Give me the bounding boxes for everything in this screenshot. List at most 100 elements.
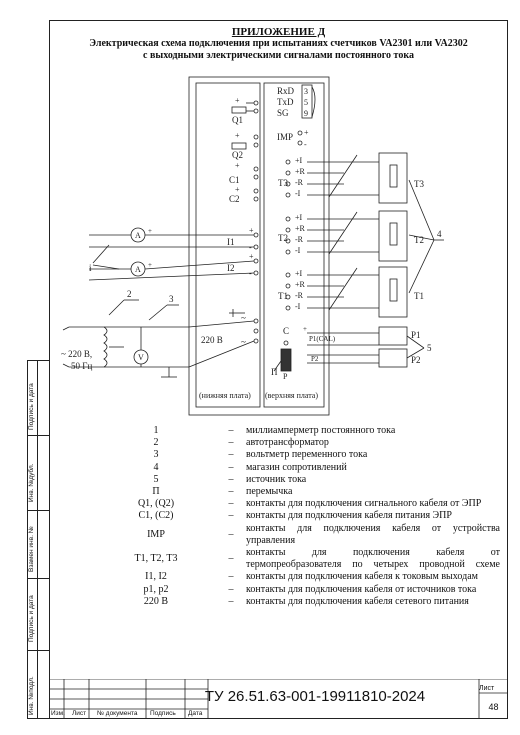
autotransformer: 2 ~ 220 В, 50 Гц bbox=[61, 289, 189, 371]
legend-key: 5 bbox=[153, 473, 159, 485]
mains-terminal: ~ 220 В ~ bbox=[201, 309, 259, 347]
legend-key: I1, I2 bbox=[145, 571, 167, 583]
document-code: ТУ 26.51.63-001-19911810-2024 bbox=[204, 688, 426, 705]
legend-dash: – bbox=[228, 498, 234, 510]
stamp-doc-no: № документа bbox=[97, 710, 138, 717]
svg-text:П: П bbox=[271, 367, 278, 377]
svg-text:-I: -I bbox=[295, 189, 301, 198]
legend-dash: – bbox=[228, 553, 234, 565]
svg-text:+: + bbox=[148, 261, 152, 269]
svg-text:~ 220 В,: ~ 220 В, bbox=[61, 349, 92, 359]
legend-key: T1, T2, T3 bbox=[134, 553, 178, 565]
legend-row: IMP–контакты для подключения кабеля от у… bbox=[96, 523, 500, 547]
side-stamp-divider bbox=[37, 360, 50, 719]
svg-text:T3: T3 bbox=[278, 178, 288, 188]
legend-key: 2 bbox=[153, 437, 159, 449]
legend-row: 1–миллиамперметр постоянного тока bbox=[96, 425, 500, 437]
callout-i: i bbox=[89, 244, 120, 273]
svg-text:I1: I1 bbox=[227, 237, 235, 247]
sheet-number: 48 bbox=[488, 702, 499, 712]
stamp-list: Лист bbox=[72, 710, 87, 717]
side-stamp bbox=[27, 360, 49, 719]
legend-dash: – bbox=[228, 486, 234, 498]
svg-text:SG: SG bbox=[277, 108, 289, 118]
legend-row: 3–вольтметр переменного тока bbox=[96, 449, 500, 461]
legend-value: перемычка bbox=[246, 486, 293, 498]
legend-row: 4–магазин сопротивлений bbox=[96, 462, 500, 474]
side-cell-divider-3 bbox=[27, 578, 49, 579]
side-cell-divider-1 bbox=[27, 435, 49, 436]
svg-text:+I: +I bbox=[295, 269, 303, 278]
stamp-data: Дата bbox=[188, 710, 203, 717]
svg-text:5: 5 bbox=[304, 98, 308, 107]
svg-text:4: 4 bbox=[437, 229, 442, 239]
rs-terminal: RxD TxD SG 3 5 9 bbox=[277, 84, 316, 119]
appendix-title: ПРИЛОЖЕНИЕ Д bbox=[231, 26, 326, 38]
legend-dash: – bbox=[228, 528, 234, 540]
legend-dash: – bbox=[228, 449, 234, 461]
svg-text:i: i bbox=[89, 263, 92, 273]
svg-text:220 В: 220 В bbox=[201, 335, 223, 345]
legend-key: П bbox=[152, 486, 160, 498]
legend-value: контакты для подключения сигнального каб… bbox=[246, 498, 482, 510]
svg-text:C: C bbox=[283, 326, 289, 336]
legend-value: контакты для подключения кабеля от термо… bbox=[246, 547, 500, 571]
svg-text:+: + bbox=[235, 161, 240, 170]
legend-row: T1, T2, T3 –контакты для подключения кабе… bbox=[96, 547, 500, 571]
legend-key: Q1, (Q2) bbox=[137, 498, 175, 510]
t1-terminal: +I +R -R -I T1 bbox=[278, 267, 358, 311]
legend-dash: – bbox=[228, 437, 234, 449]
svg-text:9: 9 bbox=[304, 109, 308, 118]
legend-value: контакты для подключения кабеля сетевого… bbox=[246, 595, 469, 607]
svg-text:V: V bbox=[138, 353, 144, 362]
bottom-board-label: (нижняя плата) bbox=[199, 391, 251, 400]
side-inv-dubl: Инв. №дубл. bbox=[28, 463, 35, 502]
top-board-label: (верхняя плата) bbox=[265, 391, 318, 400]
svg-text:-R: -R bbox=[295, 291, 304, 300]
svg-text:+: + bbox=[148, 227, 152, 235]
svg-text:+: + bbox=[304, 128, 309, 137]
t2-terminal: +I +R -R -I T2 bbox=[278, 211, 358, 255]
c2-terminal: + C2 bbox=[229, 185, 259, 204]
resistor-box-t1: T1 bbox=[344, 266, 424, 318]
stamp-izm: Изм. bbox=[51, 710, 65, 717]
svg-text:IMP: IMP bbox=[277, 132, 293, 142]
legend-row: 2 –автотрансформатор bbox=[96, 437, 500, 449]
side-vzam-inv: Взамен инв. № bbox=[28, 526, 35, 572]
top-board-box bbox=[263, 82, 325, 408]
svg-text:5: 5 bbox=[427, 343, 432, 353]
legend-value: контакты для подключения кабеля от источ… bbox=[246, 583, 477, 595]
svg-text:A: A bbox=[135, 265, 141, 274]
callout-4: 4 bbox=[408, 179, 444, 294]
svg-text:+: + bbox=[249, 252, 254, 261]
legend-key: 220 В bbox=[143, 595, 169, 607]
svg-text:Q2: Q2 bbox=[232, 150, 243, 160]
i1-terminal: + I1 - bbox=[227, 226, 259, 252]
legend-row: 5–источник тока bbox=[96, 474, 500, 486]
svg-text:I2: I2 bbox=[227, 263, 235, 273]
svg-text:T1: T1 bbox=[414, 291, 424, 301]
voltmeter: V 3 bbox=[104, 294, 255, 378]
svg-text:+: + bbox=[235, 185, 240, 194]
resistor-box-t3: T3 bbox=[344, 152, 424, 204]
svg-text:+: + bbox=[249, 226, 254, 235]
title-block bbox=[49, 679, 508, 719]
legend-value: контакты для подключения кабеля к токовы… bbox=[246, 571, 478, 583]
legend-dash: – bbox=[228, 510, 234, 522]
svg-text:+: + bbox=[235, 131, 240, 140]
page-frame bbox=[49, 20, 508, 719]
svg-text:50 Гц: 50 Гц bbox=[71, 361, 92, 371]
svg-text:T2: T2 bbox=[414, 235, 424, 245]
bottom-board-box bbox=[195, 82, 261, 408]
wiring-schematic: (нижняя плата) (верхняя плата) + Q1 + Q2… bbox=[61, 76, 444, 416]
diagram-title-line1: Электрическая схема подключения при испы… bbox=[89, 38, 468, 49]
legend-dash: – bbox=[228, 461, 234, 473]
legend-value: автотрансформатор bbox=[246, 437, 329, 449]
diagram-title: Электрическая схема подключения при испы… bbox=[49, 38, 508, 62]
svg-text:RxD: RxD bbox=[277, 86, 295, 96]
svg-text:-: - bbox=[249, 243, 252, 252]
legend-dash: – bbox=[228, 425, 234, 436]
legend-value: вольтметр переменного тока bbox=[246, 449, 368, 461]
legend-row: П –перемычка bbox=[96, 486, 500, 498]
svg-text:+R: +R bbox=[295, 280, 306, 289]
